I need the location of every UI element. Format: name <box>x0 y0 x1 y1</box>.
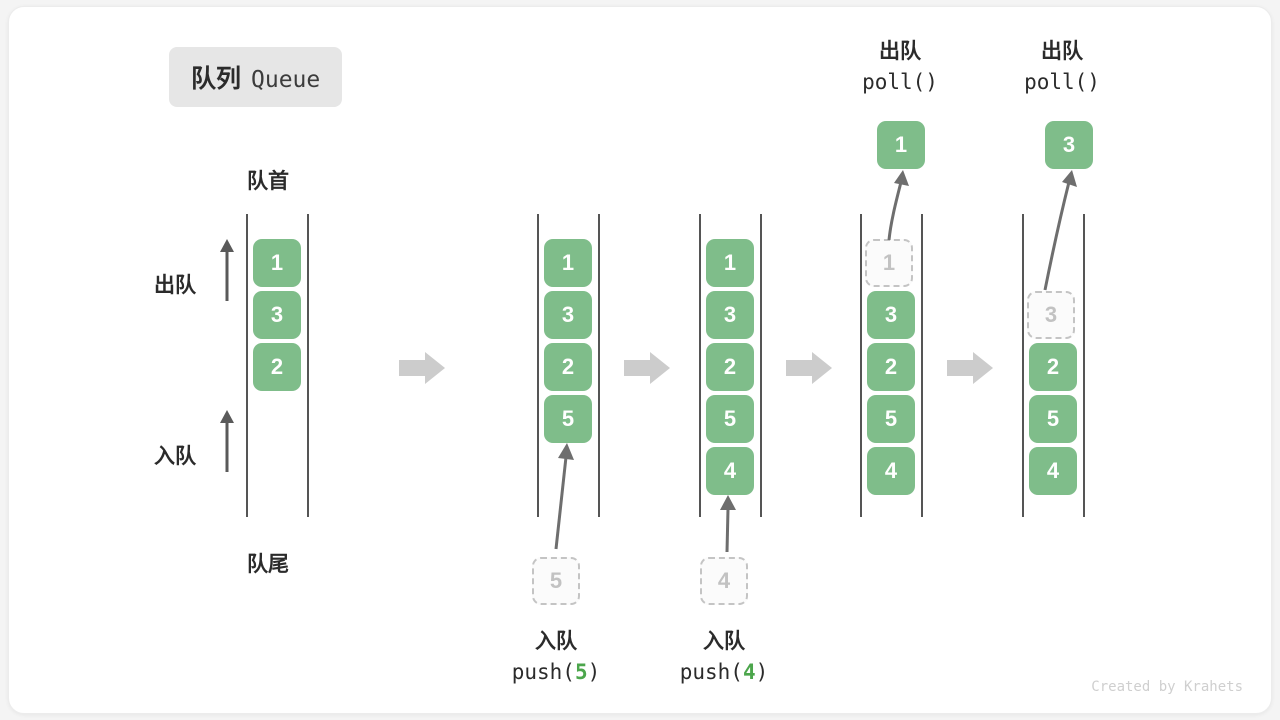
stage-4-rail-left <box>860 214 862 517</box>
stage-3-rail-left <box>699 214 701 517</box>
push-4-label-code: push(4) <box>614 657 834 687</box>
stage-3-item-1: 3 <box>706 291 754 339</box>
push-4-label: 入队 push(4) <box>614 627 834 688</box>
push-4-arrow-icon <box>720 495 736 553</box>
stage-5-item-2: 4 <box>1029 447 1077 495</box>
push-5-label-code: push(5) <box>446 657 666 687</box>
push-4-code-suffix: ) <box>755 660 769 685</box>
title-en: Queue <box>251 67 321 93</box>
poll-1-label-cn: 出队 <box>879 40 921 63</box>
poll-1-arrow-icon <box>887 170 909 241</box>
stage-2-item-0: 1 <box>544 239 592 287</box>
stage-3-item-3: 5 <box>706 395 754 443</box>
poll-1-popped-item: 1 <box>877 121 925 169</box>
stage-5-rail-left <box>1022 214 1024 517</box>
stage-4-item-1: 2 <box>867 343 915 391</box>
poll-2-popped-item: 3 <box>1045 121 1093 169</box>
stage-5-ghost-item: 3 <box>1027 291 1075 339</box>
stage-2-rail-right <box>598 214 600 517</box>
enqueue-side-label: 入队 <box>154 445 196 468</box>
stage-5-item-1: 5 <box>1029 395 1077 443</box>
stage-arrow-3-icon <box>786 352 832 384</box>
stage-1-item-0: 1 <box>253 239 301 287</box>
stage-3-item-2: 2 <box>706 343 754 391</box>
stage-4-item-0: 3 <box>867 291 915 339</box>
poll-1-label: 出队 poll() <box>802 37 998 98</box>
title-badge: 队列 Queue <box>169 47 343 107</box>
poll-2-arrow-icon <box>1043 170 1077 291</box>
stage-arrow-2-icon <box>624 352 670 384</box>
watermark: Created by Krahets <box>1091 679 1243 695</box>
stage-arrow-1-icon <box>399 352 445 384</box>
stage-2-item-2: 2 <box>544 343 592 391</box>
push-4-ghost-item: 4 <box>700 557 748 605</box>
stage-5-item-0: 2 <box>1029 343 1077 391</box>
push-4-label-cn: 入队 <box>703 630 745 653</box>
dequeue-side-label: 出队 <box>154 274 196 297</box>
stage-2-item-1: 3 <box>544 291 592 339</box>
push-5-arrow-icon <box>554 443 574 550</box>
queue-head-label: 队首 <box>247 170 289 193</box>
stage-1-item-2: 2 <box>253 343 301 391</box>
stage-arrow-4-icon <box>947 352 993 384</box>
stage-4-ghost-item: 1 <box>865 239 913 287</box>
poll-2-label-cn: 出队 <box>1041 40 1083 63</box>
push-5-code-value: 5 <box>574 660 588 685</box>
poll-2-label: 出队 poll() <box>964 37 1160 98</box>
stage-1-item-1: 3 <box>253 291 301 339</box>
stage-3-rail-right <box>760 214 762 517</box>
stage-3-item-4: 4 <box>706 447 754 495</box>
push-5-label-cn: 入队 <box>535 630 577 653</box>
stage-4-item-3: 4 <box>867 447 915 495</box>
push-4-code-value: 4 <box>742 660 756 685</box>
stage-4-item-2: 5 <box>867 395 915 443</box>
queue-tail-label: 队尾 <box>247 553 289 576</box>
stage-2-item-3: 5 <box>544 395 592 443</box>
title-cn: 队列 <box>191 65 242 93</box>
stage-1-rail-right <box>307 214 309 517</box>
push-5-label: 入队 push(5) <box>446 627 666 688</box>
dequeue-direction-arrow-icon <box>220 239 234 301</box>
push-4-code-prefix: push( <box>679 660 743 685</box>
stage-5-rail-right <box>1083 214 1085 517</box>
push-5-code-prefix: push( <box>511 660 575 685</box>
stage-3-item-0: 1 <box>706 239 754 287</box>
stage-1-rail-left <box>246 214 248 517</box>
enqueue-direction-arrow-icon <box>220 410 234 472</box>
push-5-code-suffix: ) <box>587 660 601 685</box>
poll-2-label-code: poll() <box>1024 70 1100 95</box>
diagram-card: 队列 Queue 队首 队尾 出队 入队 1 3 2 1 3 2 5 5 入队 … <box>8 6 1272 714</box>
poll-1-label-code: poll() <box>862 70 938 95</box>
stage-4-rail-right <box>921 214 923 517</box>
stage-2-rail-left <box>537 214 539 517</box>
push-5-ghost-item: 5 <box>532 557 580 605</box>
